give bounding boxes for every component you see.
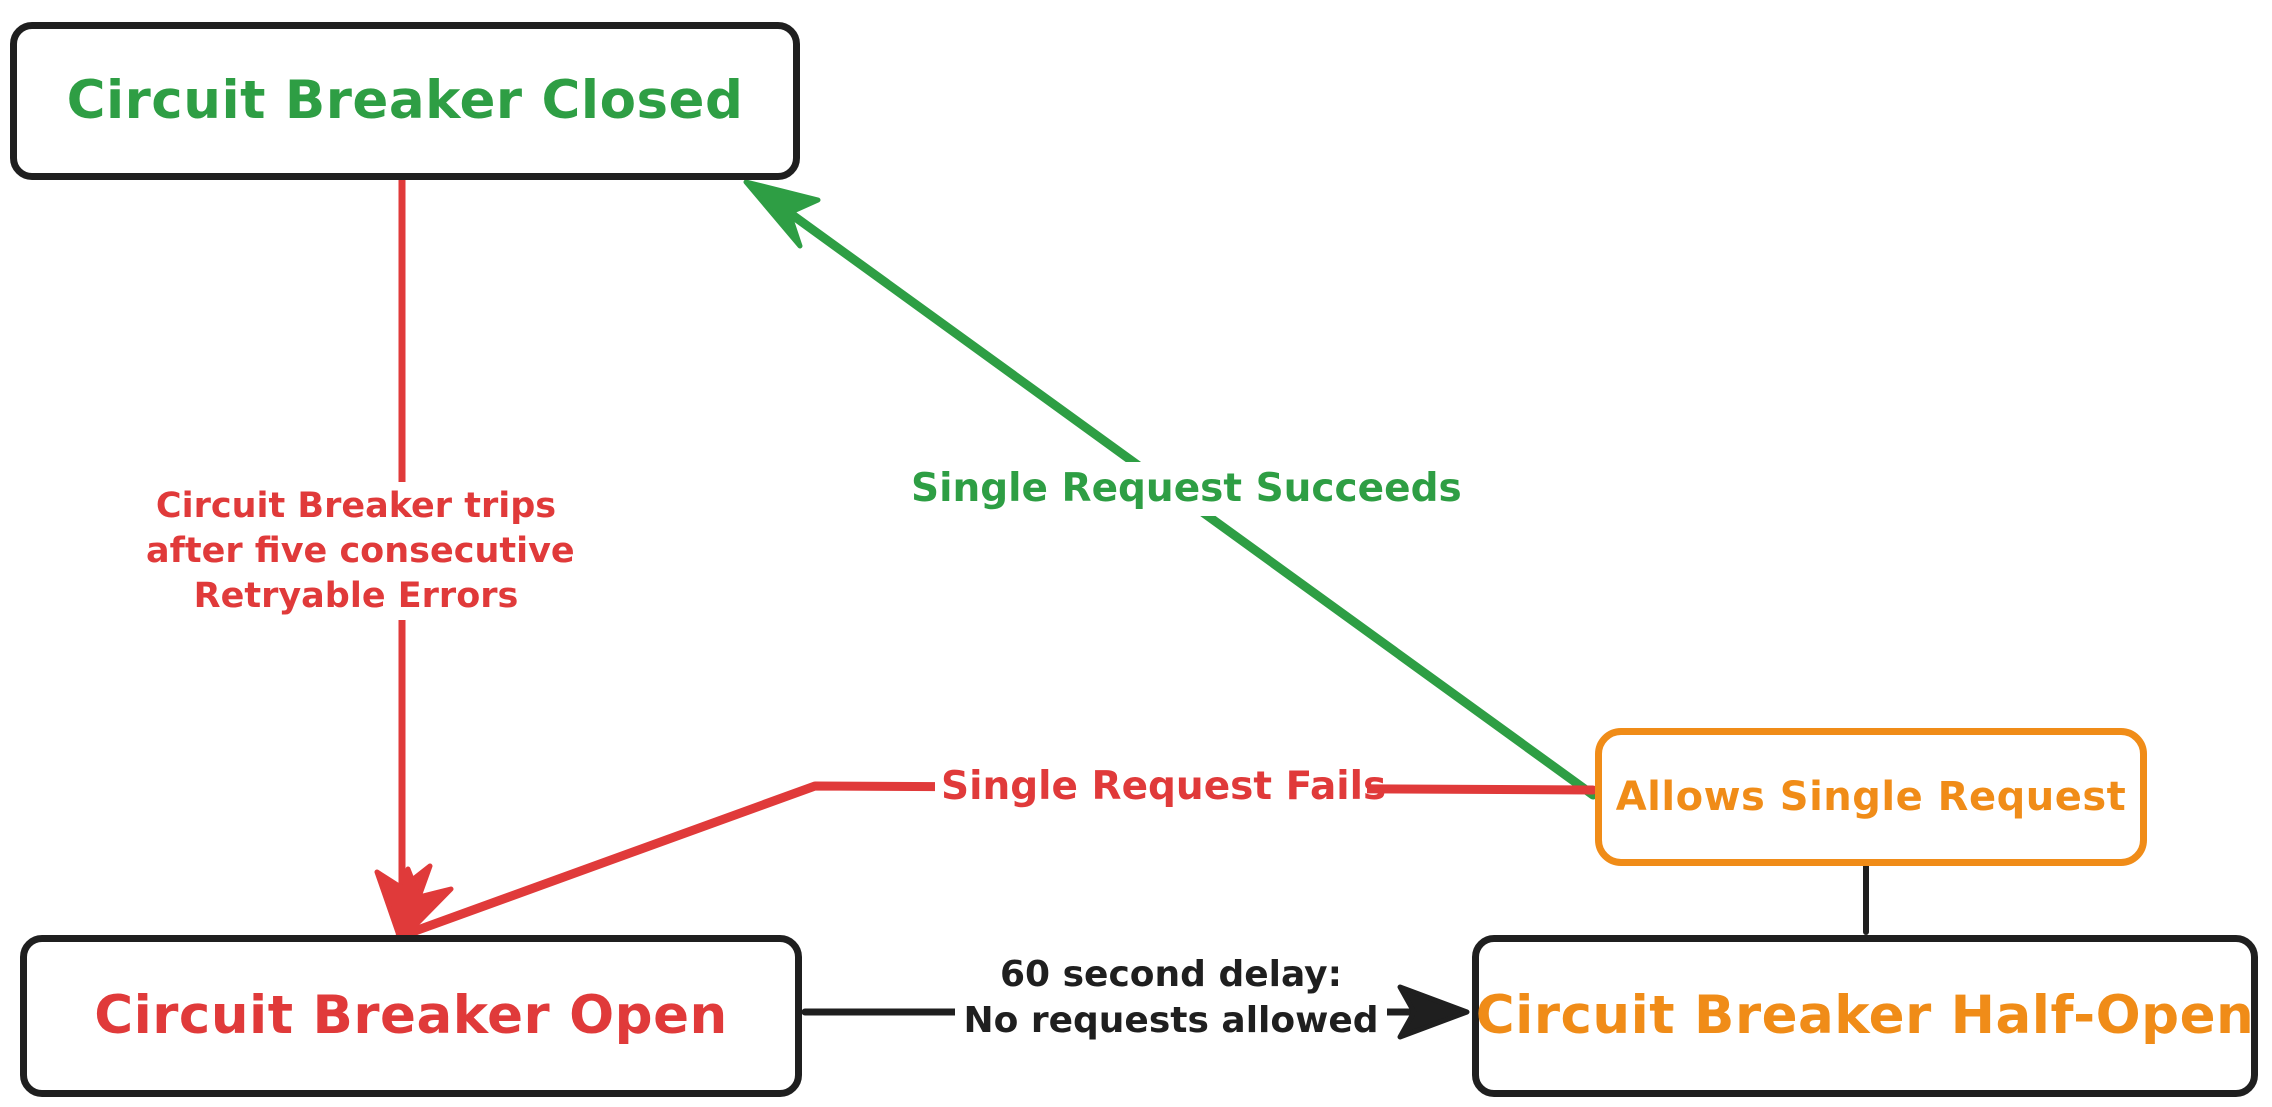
state-node-label: Allows Single Request — [1615, 774, 2127, 820]
edge-label-60-second-delay: 60 second delay: No requests allowed — [955, 950, 1387, 1047]
state-node-circuit-breaker-open[interactable]: Circuit Breaker Open — [20, 935, 802, 1097]
edge-label-circuit-breaker-trips: Circuit Breaker trips after five consecu… — [140, 482, 575, 621]
state-node-circuit-breaker-half-open[interactable]: Circuit Breaker Half-Open — [1472, 935, 2258, 1097]
state-node-allows-single-request[interactable]: Allows Single Request — [1595, 728, 2147, 866]
state-node-circuit-breaker-closed[interactable]: Circuit Breaker Closed — [10, 22, 800, 180]
edge-label-single-request-succeeds: Single Request Succeeds — [905, 462, 1462, 516]
state-node-label: Circuit Breaker Closed — [66, 69, 744, 131]
state-node-label: Circuit Breaker Open — [94, 984, 728, 1046]
edge-label-single-request-fails: Single Request Fails — [935, 760, 1386, 814]
state-node-label: Circuit Breaker Half-Open — [1475, 984, 2255, 1046]
